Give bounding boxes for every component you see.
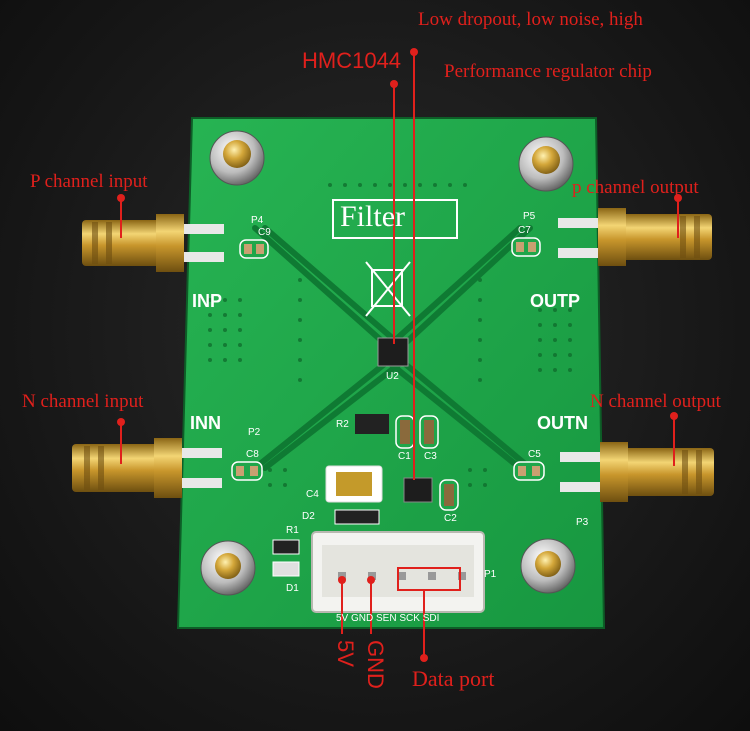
d1-label: D1 — [286, 583, 299, 594]
sma-connector-n-in — [72, 438, 222, 498]
c2-label: C2 — [444, 513, 457, 524]
sma-connector-n-out — [560, 442, 714, 502]
p4-label: P4 — [251, 215, 264, 226]
annotation-lines — [120, 52, 679, 658]
outn-label: OUTN — [537, 413, 588, 433]
capacitor-parts — [236, 242, 540, 506]
annotation-chip: HMC1044 — [302, 48, 402, 73]
header-pin-labels: 5V GND SEN SCK SDI — [336, 613, 440, 624]
p5-label: P5 — [523, 211, 536, 222]
outp-label: OUTP — [530, 291, 581, 311]
inp-label: INP — [192, 291, 223, 311]
weee-logo — [365, 261, 411, 317]
p1-label: P1 — [484, 569, 497, 580]
annotation-dots — [117, 48, 682, 662]
c8-label: C8 — [246, 449, 259, 460]
u2-label: U2 — [386, 371, 399, 382]
c5-label: C5 — [528, 449, 541, 460]
c7-label: C7 — [518, 225, 531, 236]
c3-label: C3 — [424, 451, 437, 462]
inn-label: INN — [190, 413, 221, 433]
r1-label: R1 — [286, 525, 299, 536]
sma-connector-p-in — [82, 214, 224, 272]
c9-label: C9 — [258, 227, 271, 238]
screw-top-left — [209, 130, 265, 186]
r2-label: R2 — [336, 419, 349, 430]
annotation-p-input: P channel input — [30, 171, 148, 192]
annotation-p-output: p channel output — [572, 177, 699, 198]
annotation-n-output: N channel output — [590, 391, 721, 412]
c1-label: C1 — [398, 451, 411, 462]
regulator-chip — [403, 477, 433, 503]
resistor-array — [355, 414, 389, 434]
annotation-5v: 5V — [333, 640, 358, 667]
resistor-r1 — [272, 539, 300, 555]
screw-top-right — [518, 136, 574, 192]
annotation-gnd: GND — [363, 640, 388, 689]
d2-label: D2 — [302, 511, 315, 522]
c4-label: C4 — [306, 489, 319, 500]
annotation-n-input: N channel input — [22, 391, 144, 412]
p2-label: P2 — [248, 427, 261, 438]
led-d1 — [272, 561, 300, 577]
sma-connector-p-out — [558, 208, 712, 266]
annotation-regulator-line1: Low dropout, low noise, high — [418, 9, 643, 30]
screw-bottom-left — [200, 540, 256, 596]
screw-bottom-right — [520, 538, 576, 594]
via-dots — [208, 183, 572, 487]
p3-label: P3 — [576, 517, 589, 528]
filter-label: Filter — [340, 200, 405, 233]
diode-d2 — [334, 509, 380, 525]
annotation-data-port: Data port — [412, 666, 495, 691]
annotation-regulator-line2: Performance regulator chip — [444, 61, 652, 82]
